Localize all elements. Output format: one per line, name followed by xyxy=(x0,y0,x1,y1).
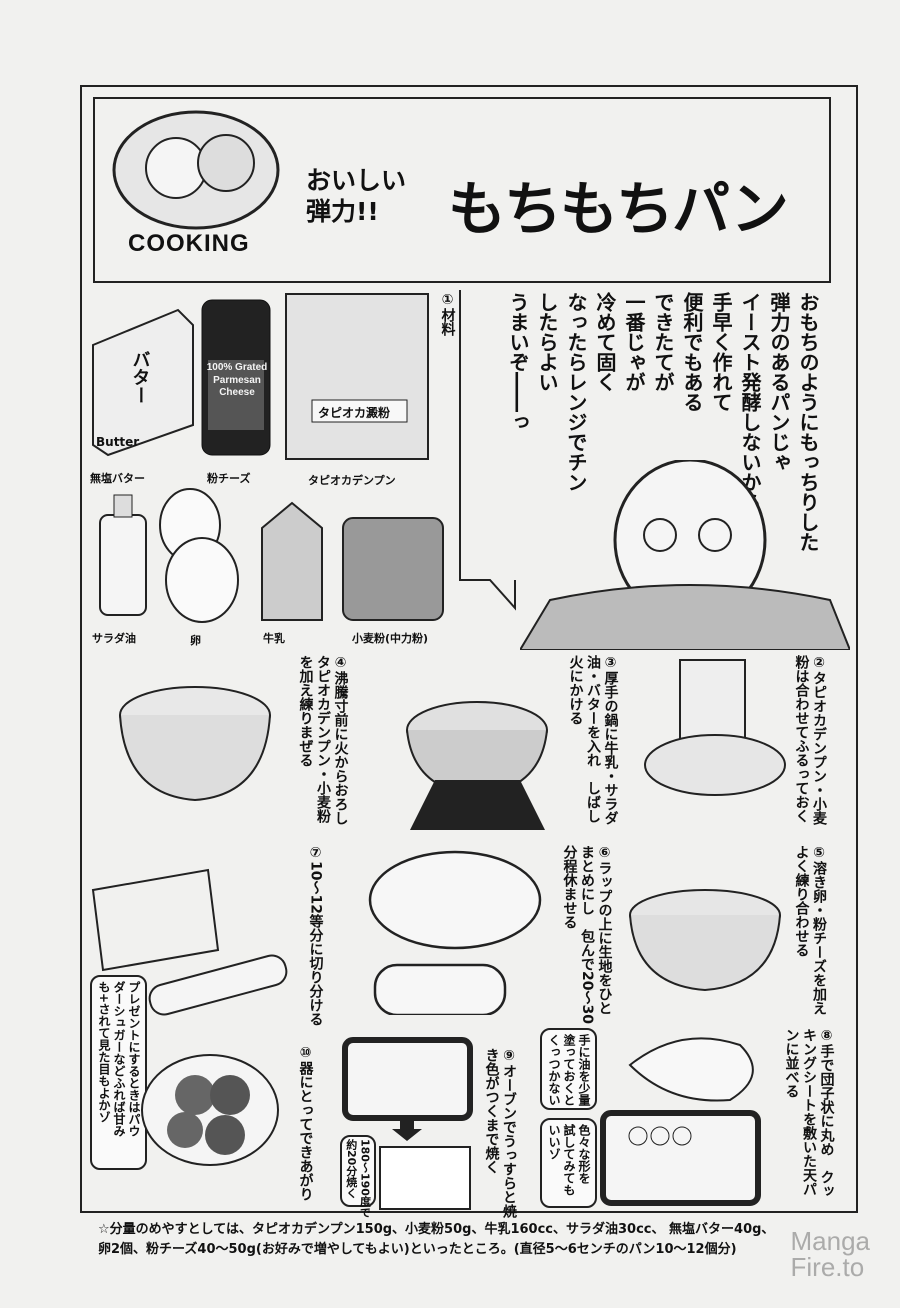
step4-pot-illustration xyxy=(119,686,271,802)
ingredients-heading: ①材料 xyxy=(439,292,456,336)
tip-present: プレゼントにするときはパウ ダーシュガーなどふれば甘み も+されて見た目もよかゾ xyxy=(90,975,147,1170)
step5-mixing-illustration xyxy=(629,889,781,992)
ingredient-flour: 小麦粉(中力粉) xyxy=(352,632,429,645)
watermark: Manga Fire.to xyxy=(791,1228,871,1280)
quantity-note-line2: 卵2個、粉チーズ40〜50g(お好みで増やしてもよい)といったところ。(直径5〜… xyxy=(98,1242,737,1258)
cheese-canister-illustration xyxy=(201,299,271,456)
chef-speech: おもちのようにもっちりした 弾力のあるパンじゃ イースト発酵しないから 手早く作… xyxy=(506,292,820,552)
tapioca-bag-illustration xyxy=(285,293,429,460)
step2-sifter-illustration xyxy=(644,659,786,796)
plated-buns-illustration xyxy=(141,1054,279,1166)
subtitle: おいしい 弾力!! xyxy=(306,166,407,227)
cheese-package-label: 100% Grated Parmesan Cheese xyxy=(206,362,268,398)
butter-en-label: Butter xyxy=(96,435,140,449)
ingredient-egg: 卵 xyxy=(190,634,201,647)
chefs-portrait-illustration xyxy=(112,110,280,230)
step-7: ⑦10〜12等分に切り分ける xyxy=(307,845,324,1026)
oil-bottle-illustration xyxy=(99,494,147,616)
tip-shapes: 色々な形を 試してみても いいゾ xyxy=(540,1118,597,1208)
ingredient-cheese: 粉チーズ xyxy=(207,472,251,485)
step-10: ⑩器にとってできあがり xyxy=(297,1045,314,1201)
quantity-note: ☆分量のめやすとしては、タピオカデンプン150g、小麦粉50g、牛乳160cc、… xyxy=(98,1220,774,1260)
bald-chef-illustration xyxy=(520,460,850,650)
step-2: ②タピオカデンプン・小麦 粉は合わせてふるっておく xyxy=(793,655,828,825)
step-5: ⑤溶き卵・粉チーズを加え よく練り合わせる xyxy=(793,845,828,1015)
ingredient-oil: サラダ油 xyxy=(92,632,136,645)
ingredient-milk: 牛乳 xyxy=(263,632,285,645)
starch-package-label: タピオカ澱粉 xyxy=(318,406,391,420)
tip-oil-hands: 手に油を少量 塗っておくと くっつかない xyxy=(540,1028,597,1110)
page-frame xyxy=(80,85,858,1213)
butter-package-label: バター xyxy=(129,350,151,404)
tip-oven: 180〜190度で 約20分焼く xyxy=(340,1135,376,1218)
milk-carton-illustration xyxy=(261,501,323,621)
ingredient-butter: 無塩バター xyxy=(90,472,145,485)
step-9: ⑨オーブンでうっすらと焼 き色がつくまで焼く xyxy=(483,1048,518,1218)
title-box xyxy=(93,97,831,283)
step-6: ⑥ラップの上に生地をひと まとめにし 包んで20〜30 分程休ませる xyxy=(561,845,613,1024)
step7-cutting-illustration xyxy=(91,868,288,1016)
cooking-logo: COOKING xyxy=(128,230,250,257)
step8-baking-tray-illustration xyxy=(600,1110,761,1206)
page-title: もちもちパン xyxy=(448,175,789,243)
quantity-note-line1: ☆分量のめやすとしては、タピオカデンプン150g、小麦粉50g、牛乳160cc、… xyxy=(98,1222,775,1237)
ingredient-tapioca: タピオカデンプン xyxy=(308,474,396,487)
rolling-hands-illustration xyxy=(628,1037,754,1102)
watermark-line2: Fire.to xyxy=(790,1252,865,1282)
eggs-illustration xyxy=(159,488,239,623)
step6-dough-wrap-illustration xyxy=(368,850,542,1015)
speech-bubble-outline xyxy=(459,290,516,611)
butter-box-illustration xyxy=(92,308,194,457)
watermark-line1: Manga xyxy=(790,1226,871,1256)
step9-tray-oven-illustration xyxy=(342,1037,473,1210)
step-3: ③厚手の鍋に牛乳・サラダ 油・バターを入れ しばし 火にかける xyxy=(567,655,619,825)
step-4: ④沸騰寸前に火からおろし タピオカデンプン・小麦粉 を加え練りまぜる xyxy=(297,655,349,825)
step-8: ⑧手で団子状に丸め クッ キングシートを敷いた天パ ンに並べる xyxy=(783,1028,835,1198)
step3-stove-illustration xyxy=(406,701,548,830)
flour-bag-illustration xyxy=(342,517,444,621)
